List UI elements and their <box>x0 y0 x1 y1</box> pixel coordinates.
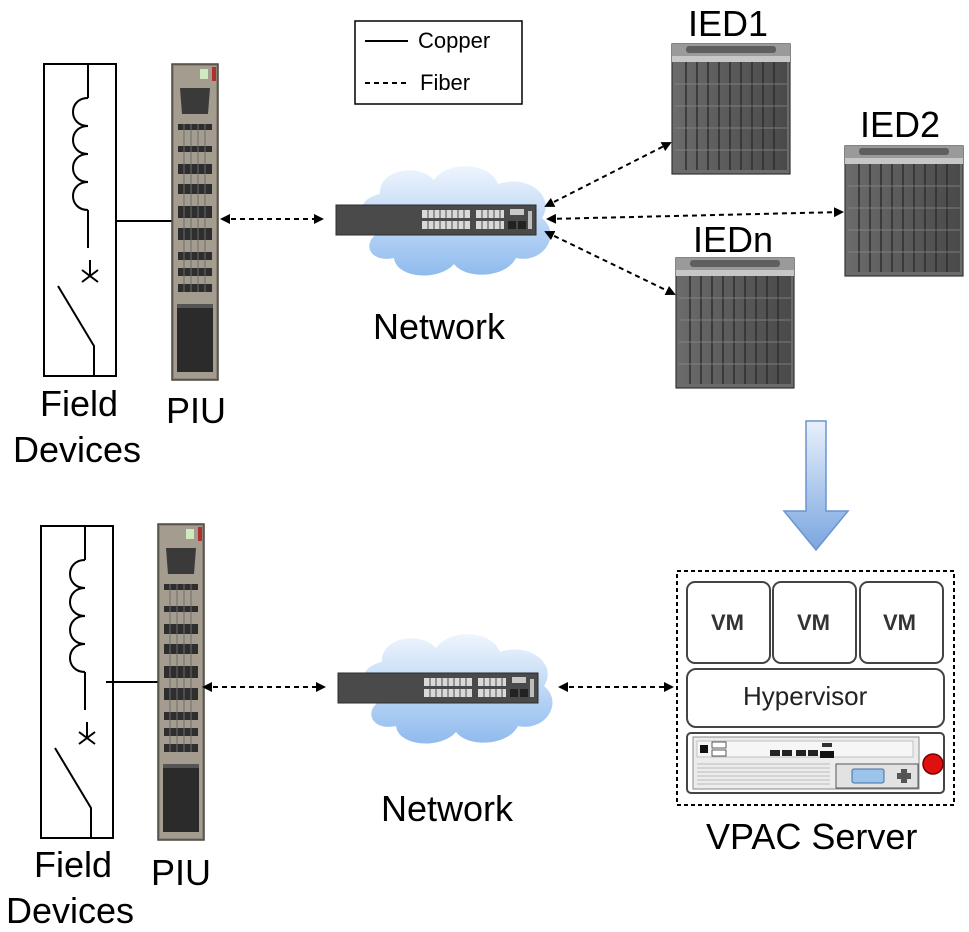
ied1-label: IED1 <box>688 3 769 44</box>
piu-unit-top <box>171 63 219 381</box>
server-icon <box>686 732 945 794</box>
fiber-link-ied2 <box>546 207 844 224</box>
field-devices-symbol-top <box>43 63 117 377</box>
vm-box-3 <box>859 581 944 664</box>
piu-label-top: PIU <box>166 390 227 431</box>
network-label-bottom: Network <box>381 788 514 829</box>
legend-copper-label: Copper <box>418 28 491 53</box>
vm-label-1: VM <box>711 610 744 635</box>
vm-label-2: VM <box>797 610 830 635</box>
legend-fiber-label: Fiber <box>420 70 471 95</box>
ied-chassis-icon-1 <box>671 43 791 175</box>
ied-chassis-icon-2 <box>844 145 964 277</box>
network-label-top: Network <box>373 306 506 347</box>
hypervisor-box <box>686 668 945 728</box>
vm-box-2 <box>772 581 857 664</box>
vm-box-1 <box>686 581 771 664</box>
legend-box <box>354 20 523 105</box>
vm-label-3: VM <box>883 610 916 635</box>
iedn-label: IEDn <box>693 219 774 260</box>
fiber-link-iedn <box>544 230 676 296</box>
field-devices-label-bottom-line1: Field <box>34 844 113 885</box>
hypervisor-label: Hypervisor <box>743 681 868 711</box>
field-devices-label-bottom-line2: Devices <box>6 890 135 931</box>
flow-arrow-icon <box>782 420 850 552</box>
network-switch-icon-bottom <box>337 672 539 704</box>
fiber-link-ied1 <box>544 142 672 207</box>
piu-label-bottom: PIU <box>151 852 212 893</box>
piu-unit-bottom <box>157 523 205 841</box>
network-switch-icon-top <box>335 204 537 236</box>
field-devices-label-top-line1: Field <box>40 383 119 424</box>
ied2-label: IED2 <box>860 104 941 145</box>
ied-chassis-icon-n <box>675 257 795 389</box>
field-devices-label-top-line2: Devices <box>13 429 142 470</box>
field-devices-symbol-bottom <box>40 525 114 839</box>
vpac-server-label: VPAC Server <box>706 816 918 857</box>
